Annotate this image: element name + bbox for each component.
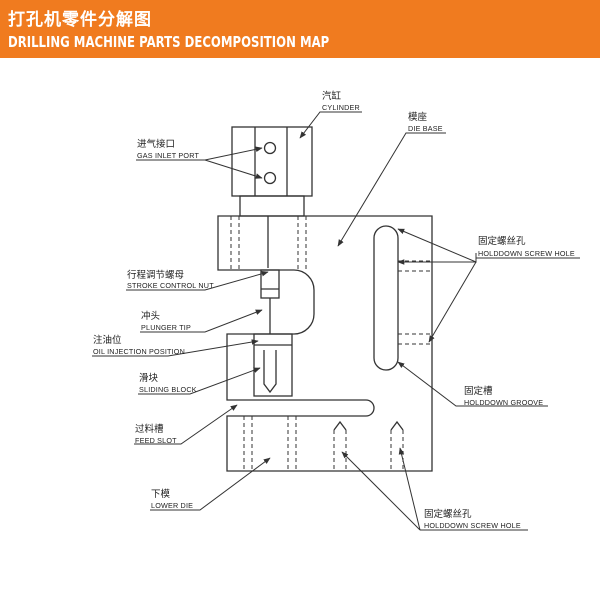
holddown-groove-label-cn: 固定槽 (464, 385, 493, 397)
gas-inlet-port-label-cn: 进气接口 (137, 138, 175, 150)
holddown-screw-hole-bottom-leader-2 (398, 447, 421, 531)
holddown-screw-hole-label-en: HOLDDOWN SCREW HOLE (478, 249, 575, 258)
gas-inlet-port-leader-2 (204, 159, 263, 179)
cylinder-neck (239, 195, 305, 217)
holddown-screw-hole-bottom-label-en: HOLDDOWN SCREW HOLE (424, 521, 521, 530)
oil-injection-position-label-cn: 注油位 (93, 334, 122, 346)
sliding-block-label-cn: 滑块 (139, 372, 159, 384)
gas-inlet-port-label-en: GAS INLET PORT (137, 151, 199, 160)
stroke-control-nut-shape (260, 269, 280, 299)
holddown-screw-hole-bottom-leader-1 (341, 451, 421, 531)
gas-inlet-port-lower (263, 171, 277, 185)
holddown-screw-hole-leader-1 (397, 228, 477, 263)
holddown-groove-leader (397, 361, 462, 407)
cylinder-label-cn: 汽缸 (322, 90, 342, 102)
title-english: DRILLING MACHINE PARTS DECOMPOSITION MAP (8, 33, 330, 51)
holddown-groove-slot (373, 225, 399, 371)
cylinder-label-en: CYLINDER (322, 103, 360, 112)
die-base-leader (337, 132, 446, 247)
holddown-screw-hole-bottom-label-cn: 固定螺丝孔 (424, 508, 472, 520)
holddown-screw-hole-label-cn: 固定螺丝孔 (478, 235, 526, 247)
lower-die-label-en: LOWER DIE (151, 501, 193, 510)
plunger-tip-label-en: PLUNGER TIP (141, 323, 191, 332)
cylinder-leader (299, 111, 362, 139)
feed-slot-label-en: FEED SLOT (135, 436, 177, 445)
feed-slot-label-cn: 过料槽 (135, 423, 164, 435)
gas-inlet-port-upper (263, 141, 277, 155)
header-bar: 打孔机零件分解图 DRILLING MACHINE PARTS DECOMPOS… (0, 0, 600, 58)
stroke-control-nut-label-en: STROKE CONTROL NUT (127, 281, 214, 290)
holddown-screw-hole-leader-3 (428, 261, 477, 343)
die-base-label-en: DIE BASE (408, 124, 443, 133)
plunger-tip-label-cn: 冲头 (141, 310, 160, 322)
stroke-control-nut-label-cn: 行程调节螺母 (127, 269, 184, 281)
oil-injection-position-label-en: OIL INJECTION POSITION (93, 347, 185, 356)
parts-diagram: 汽缸 CYLINDER 模座 DIE BASE 进气接口 GAS INLET P… (92, 90, 580, 531)
title-chinese: 打孔机零件分解图 (8, 10, 152, 30)
die-base-frame (217, 215, 433, 472)
lower-die-label-cn: 下模 (151, 488, 171, 500)
sliding-block-label-en: SLIDING BLOCK (139, 385, 197, 394)
sliding-block-shape (253, 333, 293, 397)
die-base-label-cn: 模座 (408, 111, 428, 123)
holddown-groove-label-en: HOLDDOWN GROOVE (464, 398, 543, 407)
